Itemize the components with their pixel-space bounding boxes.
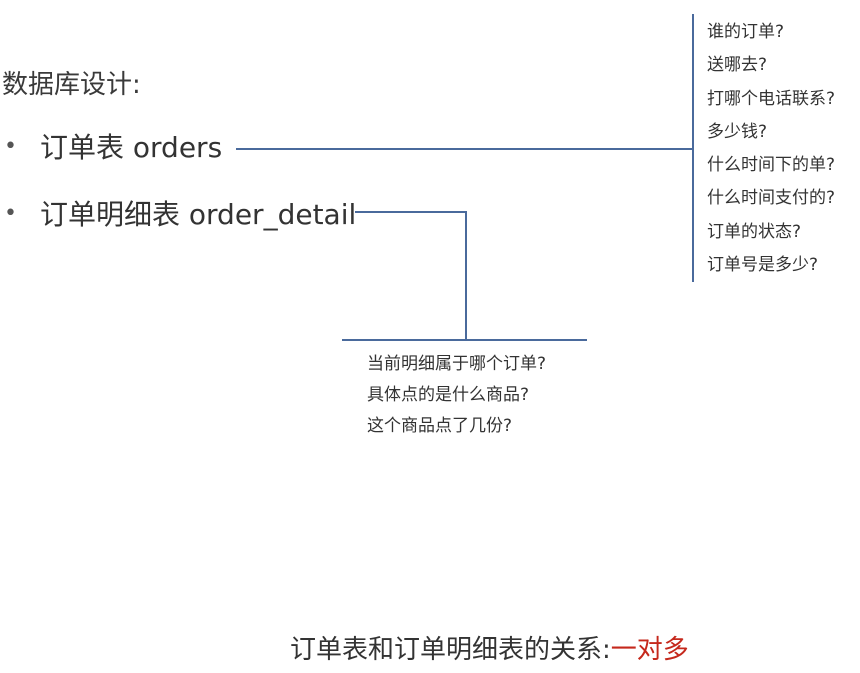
detail-question-item: 这个商品点了几份?: [367, 416, 513, 436]
orders-question-item: 什么时间支付的?: [707, 188, 836, 209]
bullet-icon: •: [4, 133, 17, 159]
relation-prefix: 订单表和订单明细表的关系:: [290, 635, 611, 665]
orders-bullet: • 订单表 orders: [4, 126, 222, 166]
page-title: 数据库设计:: [2, 70, 141, 100]
orders-question-item: 多少钱?: [707, 121, 768, 142]
order-detail-bullet: • 订单明细表 order_detail: [4, 193, 356, 233]
orders-table-label: 订单表 orders: [40, 131, 223, 164]
order-detail-table-label: 订单明细表 order_detail: [40, 198, 357, 231]
orders-bracket-line: [692, 14, 694, 282]
orders-question-item: 打哪个电话联系?: [707, 88, 836, 109]
relation-statement: 订单表和订单明细表的关系:一对多: [290, 629, 689, 666]
orders-question-item: 谁的订单?: [707, 22, 785, 42]
orders-question-item: 送哪去?: [707, 55, 768, 76]
detail-connector-horizontal: [355, 211, 466, 213]
orders-questions: 谁的订单? 送哪去? 打哪个电话联系? 多少钱? 什么时间下的单? 什么时间支付…: [707, 16, 835, 282]
detail-question-item: 具体点的是什么商品?: [367, 385, 530, 405]
relation-value: 一对多: [610, 635, 689, 665]
orders-question-item: 什么时间下的单?: [707, 155, 836, 176]
orders-question-item: 订单号是多少?: [707, 255, 819, 276]
detail-questions: 当前明细属于哪个订单? 具体点的是什么商品? 这个商品点了几份?: [367, 349, 546, 442]
bullet-icon: •: [4, 200, 17, 226]
detail-connector-vertical: [465, 211, 467, 340]
orders-question-item: 订单的状态?: [707, 221, 802, 242]
detail-bracket-line: [342, 339, 587, 341]
detail-question-item: 当前明细属于哪个订单?: [367, 354, 547, 374]
orders-connector-line: [236, 148, 694, 150]
